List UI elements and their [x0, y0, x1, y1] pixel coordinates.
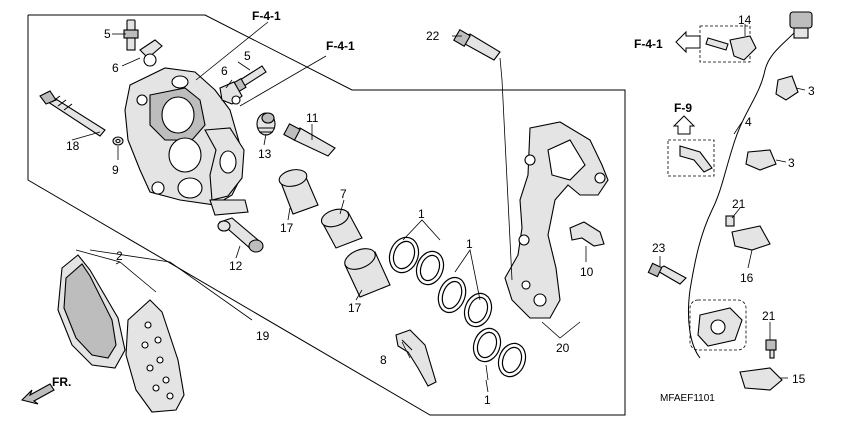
- label-part-14: 14: [738, 13, 752, 27]
- bleeder-screw-5b: [233, 65, 267, 93]
- label-part-18: 18: [66, 139, 80, 153]
- reference-f-4-1-top: F-4-1: [252, 9, 281, 23]
- label-part-5-upper: 5: [104, 27, 111, 41]
- sensor-wire-4: [687, 25, 801, 359]
- leader-lines: [71, 21, 806, 393]
- pad-pin-18: [39, 90, 106, 137]
- label-part-21-upper: 21: [732, 197, 746, 211]
- reference-f-4-1-middle: F-4-1: [326, 39, 355, 53]
- assembly-outline: [27, 14, 626, 416]
- label-part-19: 19: [256, 329, 270, 343]
- sensor-bracket-16: [725, 215, 771, 251]
- label-part-11: 11: [306, 111, 319, 125]
- caliper-bracket-20: [504, 121, 609, 319]
- piston-7: [320, 208, 363, 249]
- label-part-21-lower: 21: [762, 309, 776, 323]
- seal-set-1-lower: [472, 327, 527, 378]
- reference-labels: F-4-1 F-4-1 F-4-1 F-9: [252, 9, 692, 115]
- pad-spring-8: [395, 329, 437, 387]
- label-part-16: 16: [740, 271, 754, 285]
- label-part-2: 2: [116, 249, 123, 263]
- wire-clamp-15: [739, 367, 783, 391]
- seal-set-1-middle: [437, 276, 493, 328]
- label-part-13: 13: [258, 147, 272, 161]
- slide-pin-12: [217, 217, 264, 253]
- reference-arrow-right: [675, 30, 701, 54]
- label-part-1-upper: 1: [418, 207, 425, 221]
- seal-set-1-upper: [388, 236, 445, 286]
- wire-clamp-14: [699, 25, 757, 63]
- brake-pad-inner: [125, 299, 185, 413]
- direction-label: FR.: [52, 375, 71, 389]
- label-part-9: 9: [112, 163, 119, 177]
- bolt-11: [283, 123, 336, 157]
- bolt-21-lower: [765, 339, 777, 359]
- label-part-1-middle: 1: [466, 237, 473, 251]
- label-part-15: 15: [792, 372, 806, 386]
- reference-f-9: F-9: [674, 101, 692, 115]
- bleeder-screw-5a: [123, 19, 139, 51]
- label-part-1-lower: 1: [484, 393, 491, 407]
- bolt-23: [647, 262, 687, 285]
- label-part-10: 10: [580, 265, 594, 279]
- label-part-17-upper: 17: [280, 221, 294, 235]
- label-part-6-middle: 6: [221, 64, 228, 78]
- label-part-5-middle: 5: [244, 49, 251, 63]
- label-part-12: 12: [229, 259, 243, 273]
- bleeder-cap-6a: [139, 39, 163, 67]
- sensor-connector: [789, 11, 813, 39]
- front-direction-arrow: FR.: [20, 375, 71, 405]
- piston-17a: [278, 169, 319, 215]
- piston-17b: [344, 248, 391, 298]
- wire-grommet-3b: [745, 149, 777, 171]
- label-part-4: 4: [745, 115, 752, 129]
- label-part-20: 20: [556, 341, 570, 355]
- diagram-code: MFAEF1101: [660, 393, 715, 404]
- boot-13: [256, 112, 276, 136]
- speed-sensor: [689, 299, 747, 351]
- label-part-7: 7: [340, 187, 347, 201]
- wire-grommet-3a: [775, 75, 799, 101]
- label-part-17-lower: 17: [348, 301, 362, 315]
- retainer-clip-10: [569, 221, 605, 247]
- label-part-3-upper: 3: [808, 84, 815, 98]
- caliper-body: [124, 67, 249, 216]
- label-part-6-upper: 6: [112, 61, 119, 75]
- label-part-8: 8: [380, 353, 387, 367]
- wire-clip-f9: [667, 139, 715, 177]
- label-part-23: 23: [652, 241, 666, 255]
- bolt-22: [453, 29, 501, 61]
- brake-pad-outer: [57, 254, 126, 369]
- washer-9: [112, 136, 124, 146]
- reference-f-4-1-right: F-4-1: [634, 37, 663, 51]
- bleeder-cap-6b: [219, 81, 243, 105]
- label-part-22: 22: [426, 29, 440, 43]
- label-part-3-lower: 3: [788, 156, 795, 170]
- reference-arrow-f9: [672, 115, 696, 135]
- part-labels: 5 6 5 6 18 9 13 11 12 17 7 17 1 1 1 8 10…: [66, 13, 815, 407]
